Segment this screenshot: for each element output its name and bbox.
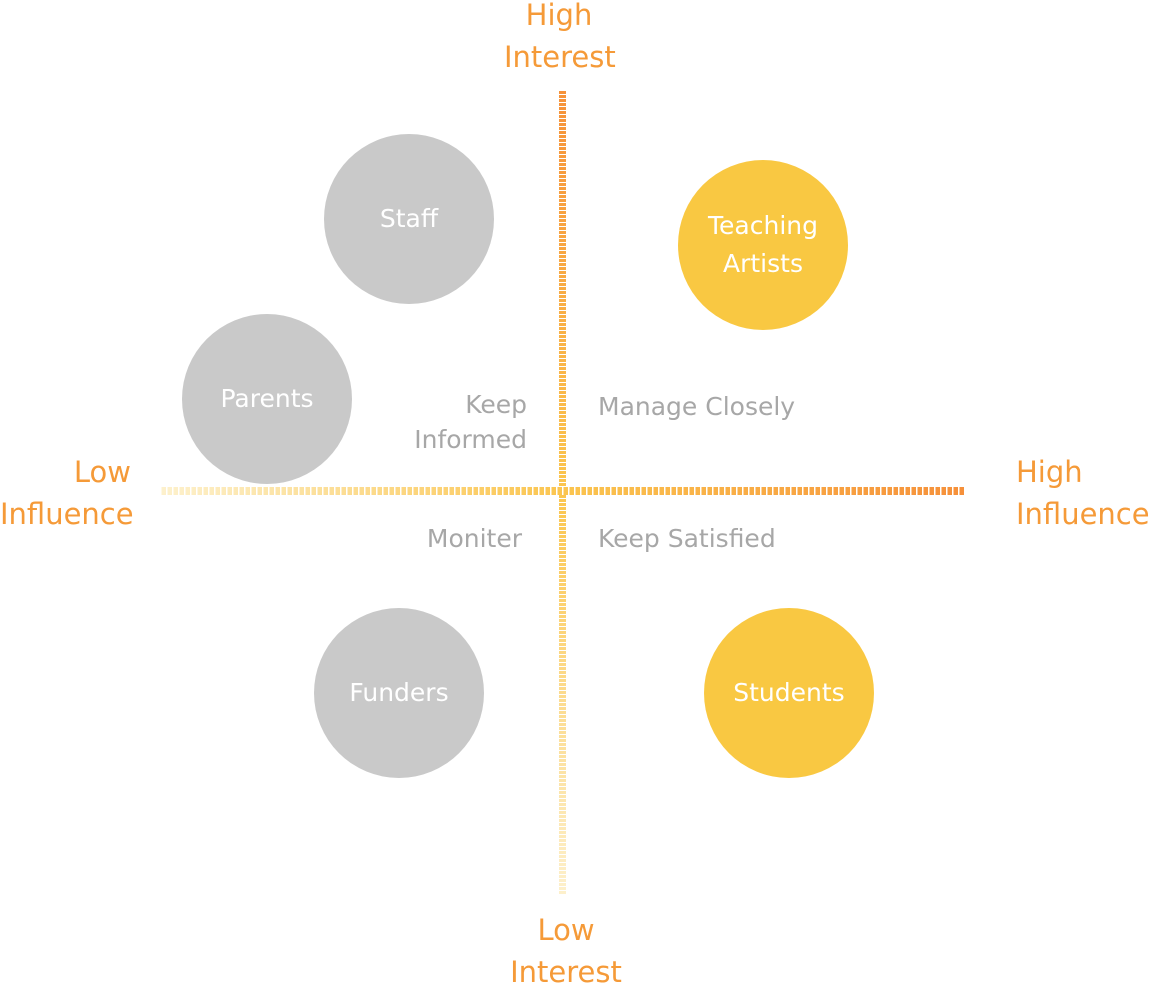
keep-satisfied-label: Keep Satisfied [598,524,776,553]
influence-axis [160,487,965,495]
moniter-label: Moniter [426,524,522,553]
high-interest-label: High Interest [504,0,616,74]
students-circle: Students [704,608,874,778]
low-interest-label: Low Interest [510,913,622,989]
low-influence-label: Low Influence [0,455,134,531]
manage-closely-label: Manage Closely [598,392,796,421]
high-influence-label: High Influence [1016,455,1150,531]
teaching-artists-circle: Teaching Artists [678,160,848,330]
staff-circle: Staff [324,134,494,304]
keep-informed-label: Keep Informed [414,390,527,454]
funders-circle: Funders [314,608,484,778]
parents-circle: Parents [182,314,352,484]
